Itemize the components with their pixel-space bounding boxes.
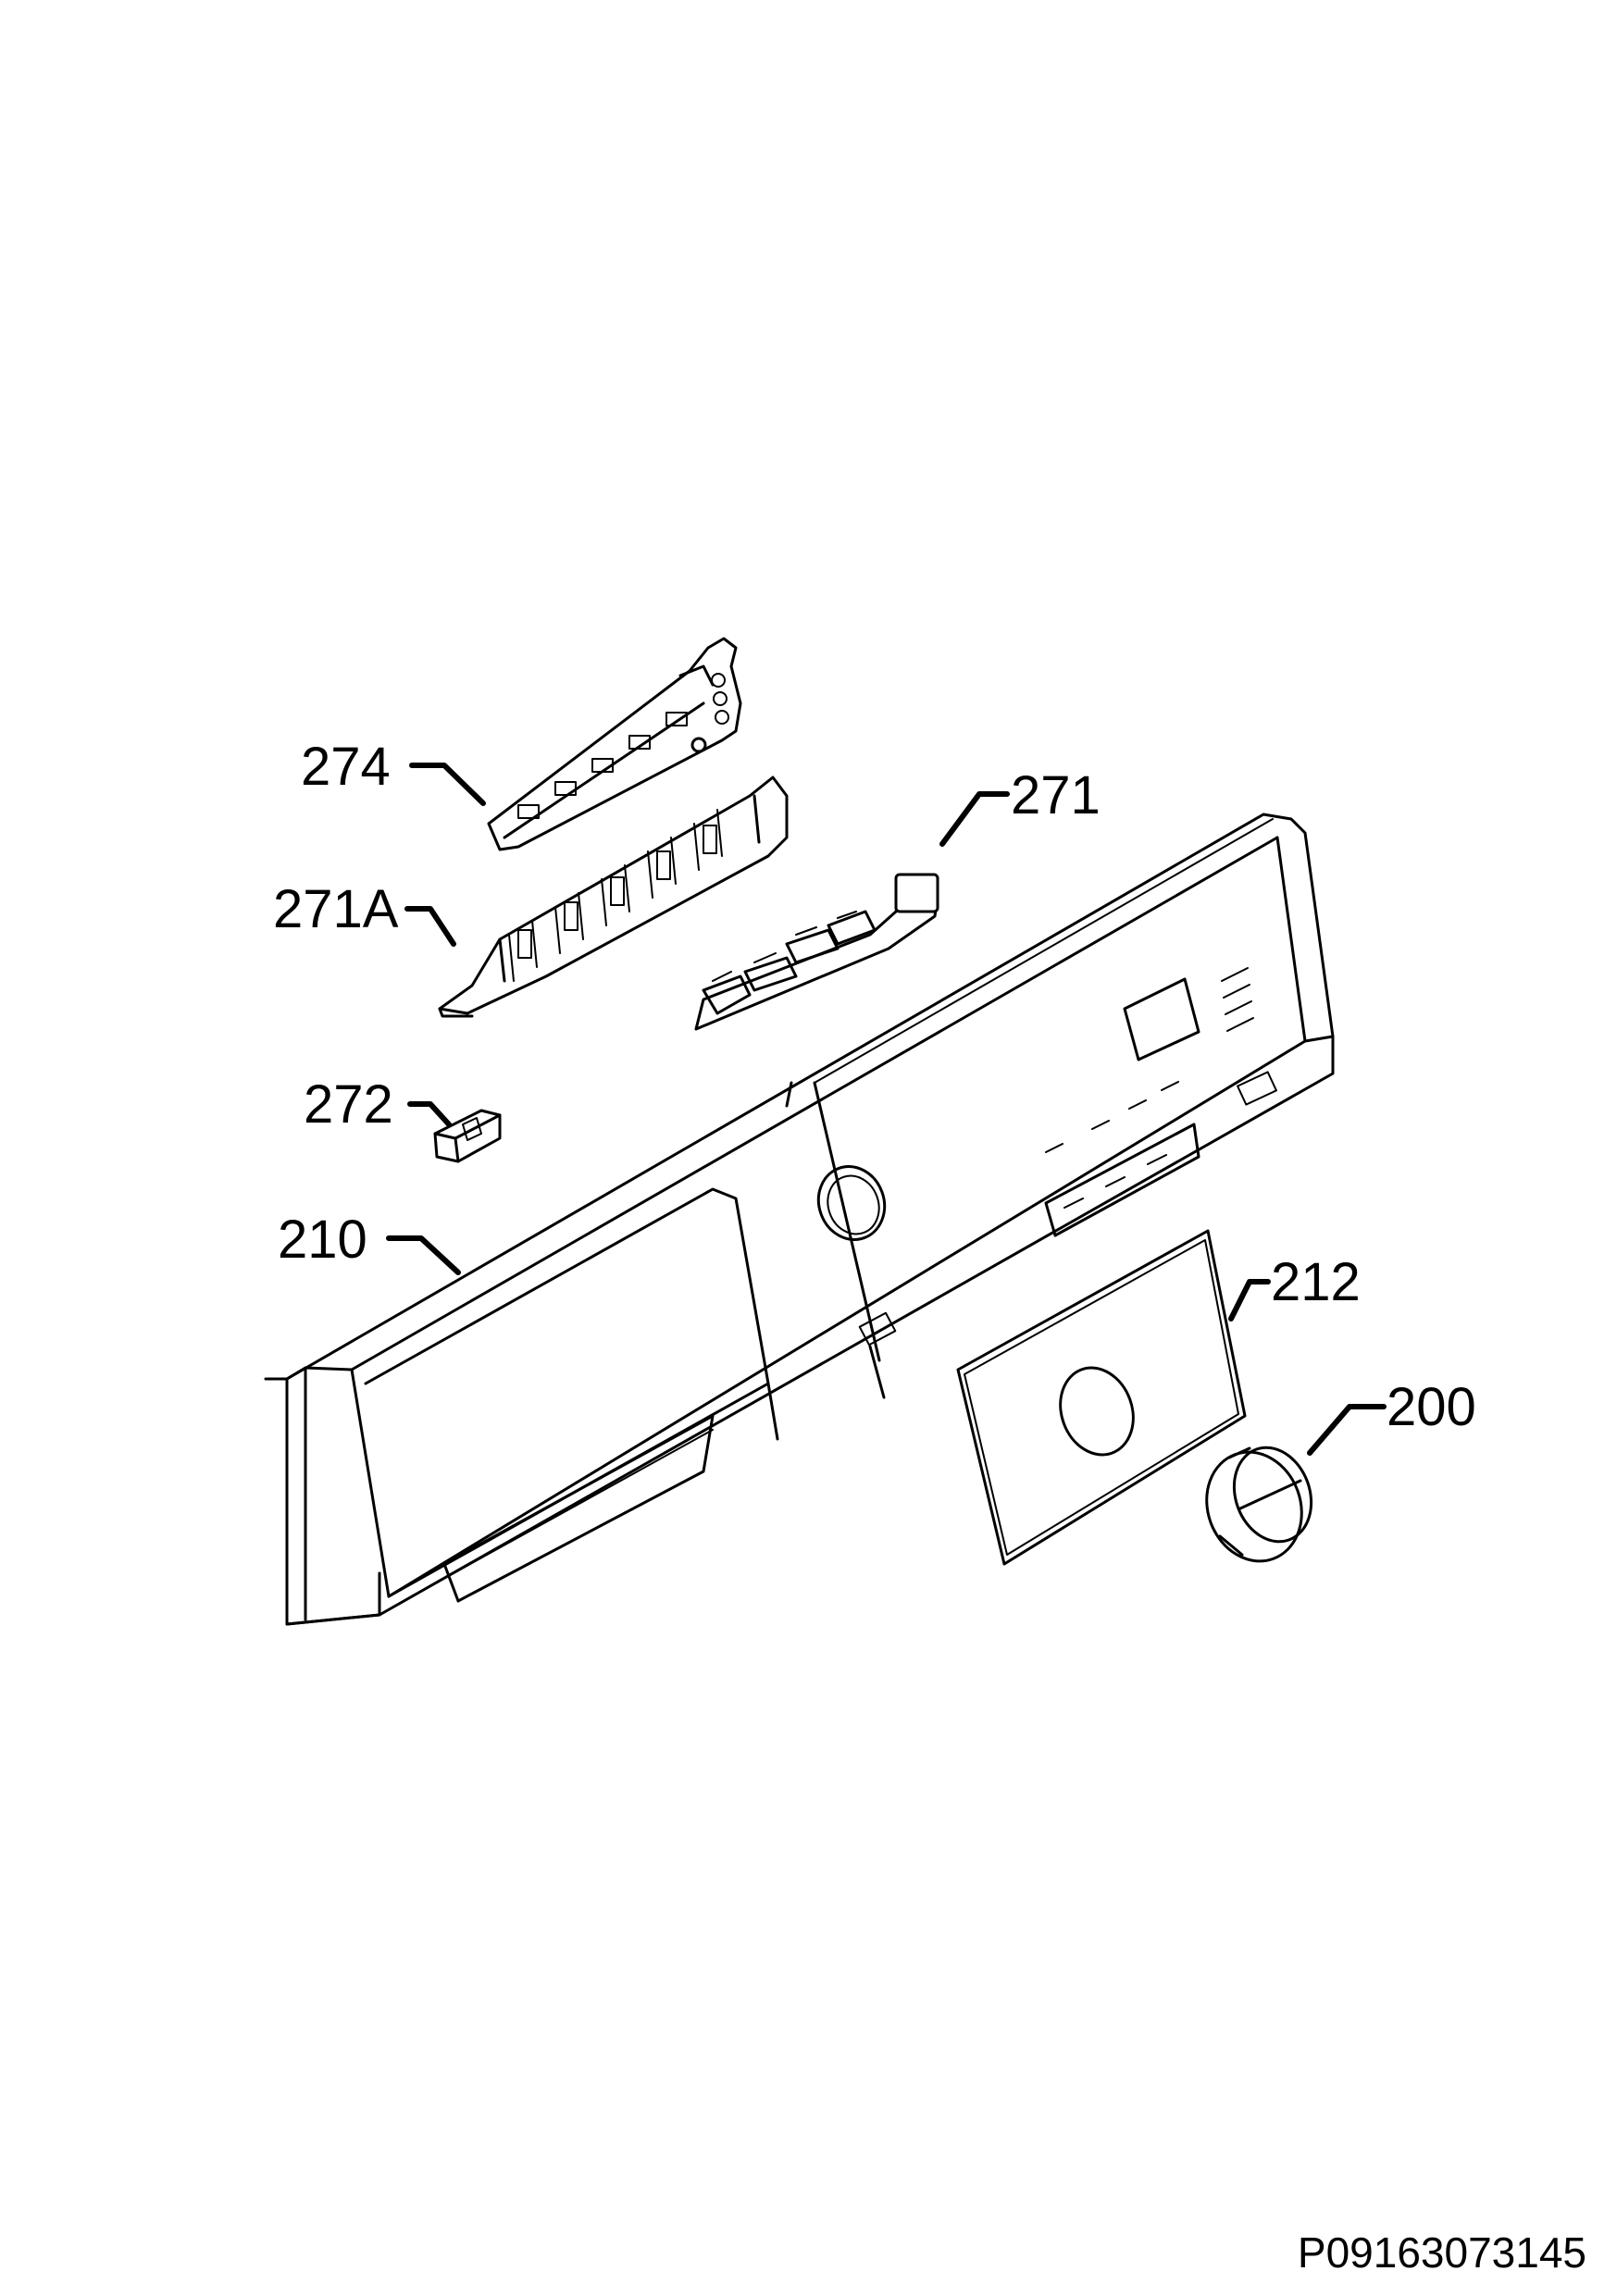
part-200-knob <box>1205 1446 1313 1563</box>
drawing-code: P09163073145 <box>1298 2228 1586 2277</box>
part-label-200: 200 <box>1387 1377 1476 1437</box>
part-271-button-strip <box>694 873 939 1031</box>
part-label-210: 210 <box>278 1210 367 1270</box>
part-212-decor-panel <box>956 1229 1247 1566</box>
part-274-bracket <box>487 637 742 851</box>
part-label-212: 212 <box>1271 1252 1361 1312</box>
part-label-271A: 271A <box>273 879 399 939</box>
leader-274 <box>409 763 486 806</box>
leader-272 <box>407 1101 452 1127</box>
part-271A-button-carrier <box>438 776 789 1018</box>
leader-210 <box>386 1235 461 1275</box>
part-labels: 274 271A 271 272 210 212 200 <box>273 737 1476 1437</box>
part-label-272: 272 <box>304 1074 393 1135</box>
part-label-271: 271 <box>1011 765 1101 825</box>
part-label-274: 274 <box>301 737 391 797</box>
leader-lines <box>386 763 1387 1456</box>
leader-271 <box>939 791 1010 847</box>
leader-200 <box>1307 1404 1387 1456</box>
part-272-switch <box>433 1109 502 1163</box>
part-210-control-panel <box>264 813 1335 1626</box>
leader-271A <box>404 906 456 947</box>
leader-212 <box>1228 1279 1271 1322</box>
